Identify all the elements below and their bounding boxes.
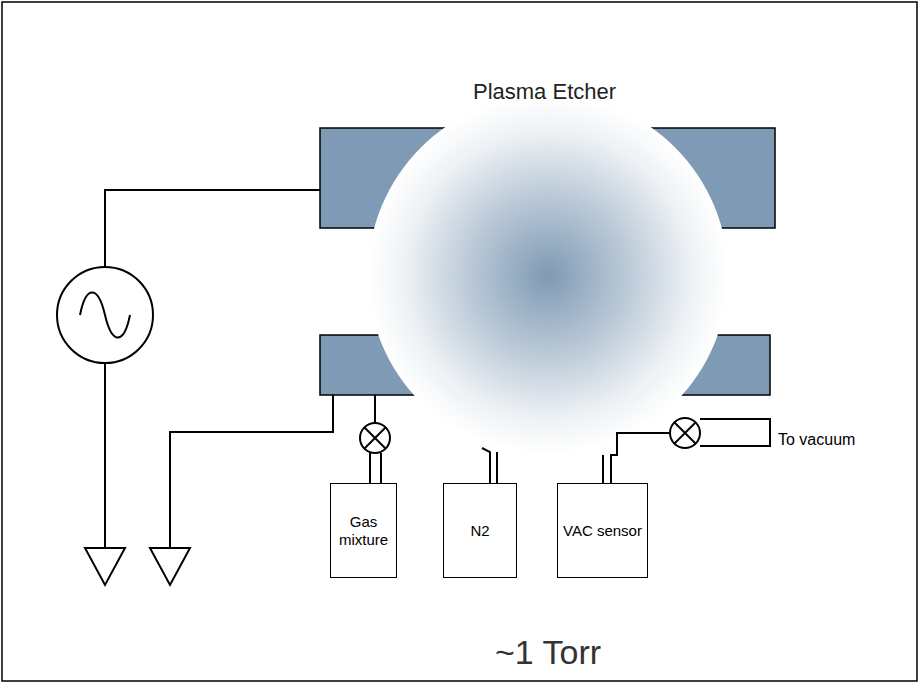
supply-box: VAC sensor: [557, 483, 648, 578]
box-label: Gas mixture: [331, 513, 396, 548]
supply-box: N2: [443, 483, 517, 578]
box-label: N2: [467, 522, 492, 539]
wires: [105, 190, 333, 548]
pressure-caption: ~1 Torr: [495, 633, 601, 672]
plasma-glow: [368, 95, 728, 455]
gas-lines: [360, 395, 770, 483]
supply-box: Gas mixture: [330, 483, 397, 578]
ac-source: [57, 267, 153, 363]
outlet-label: To vacuum: [778, 431, 855, 449]
diagram-title: Plasma Etcher: [473, 79, 616, 105]
ground-symbols: [85, 548, 190, 585]
box-label: VAC sensor: [560, 522, 645, 539]
